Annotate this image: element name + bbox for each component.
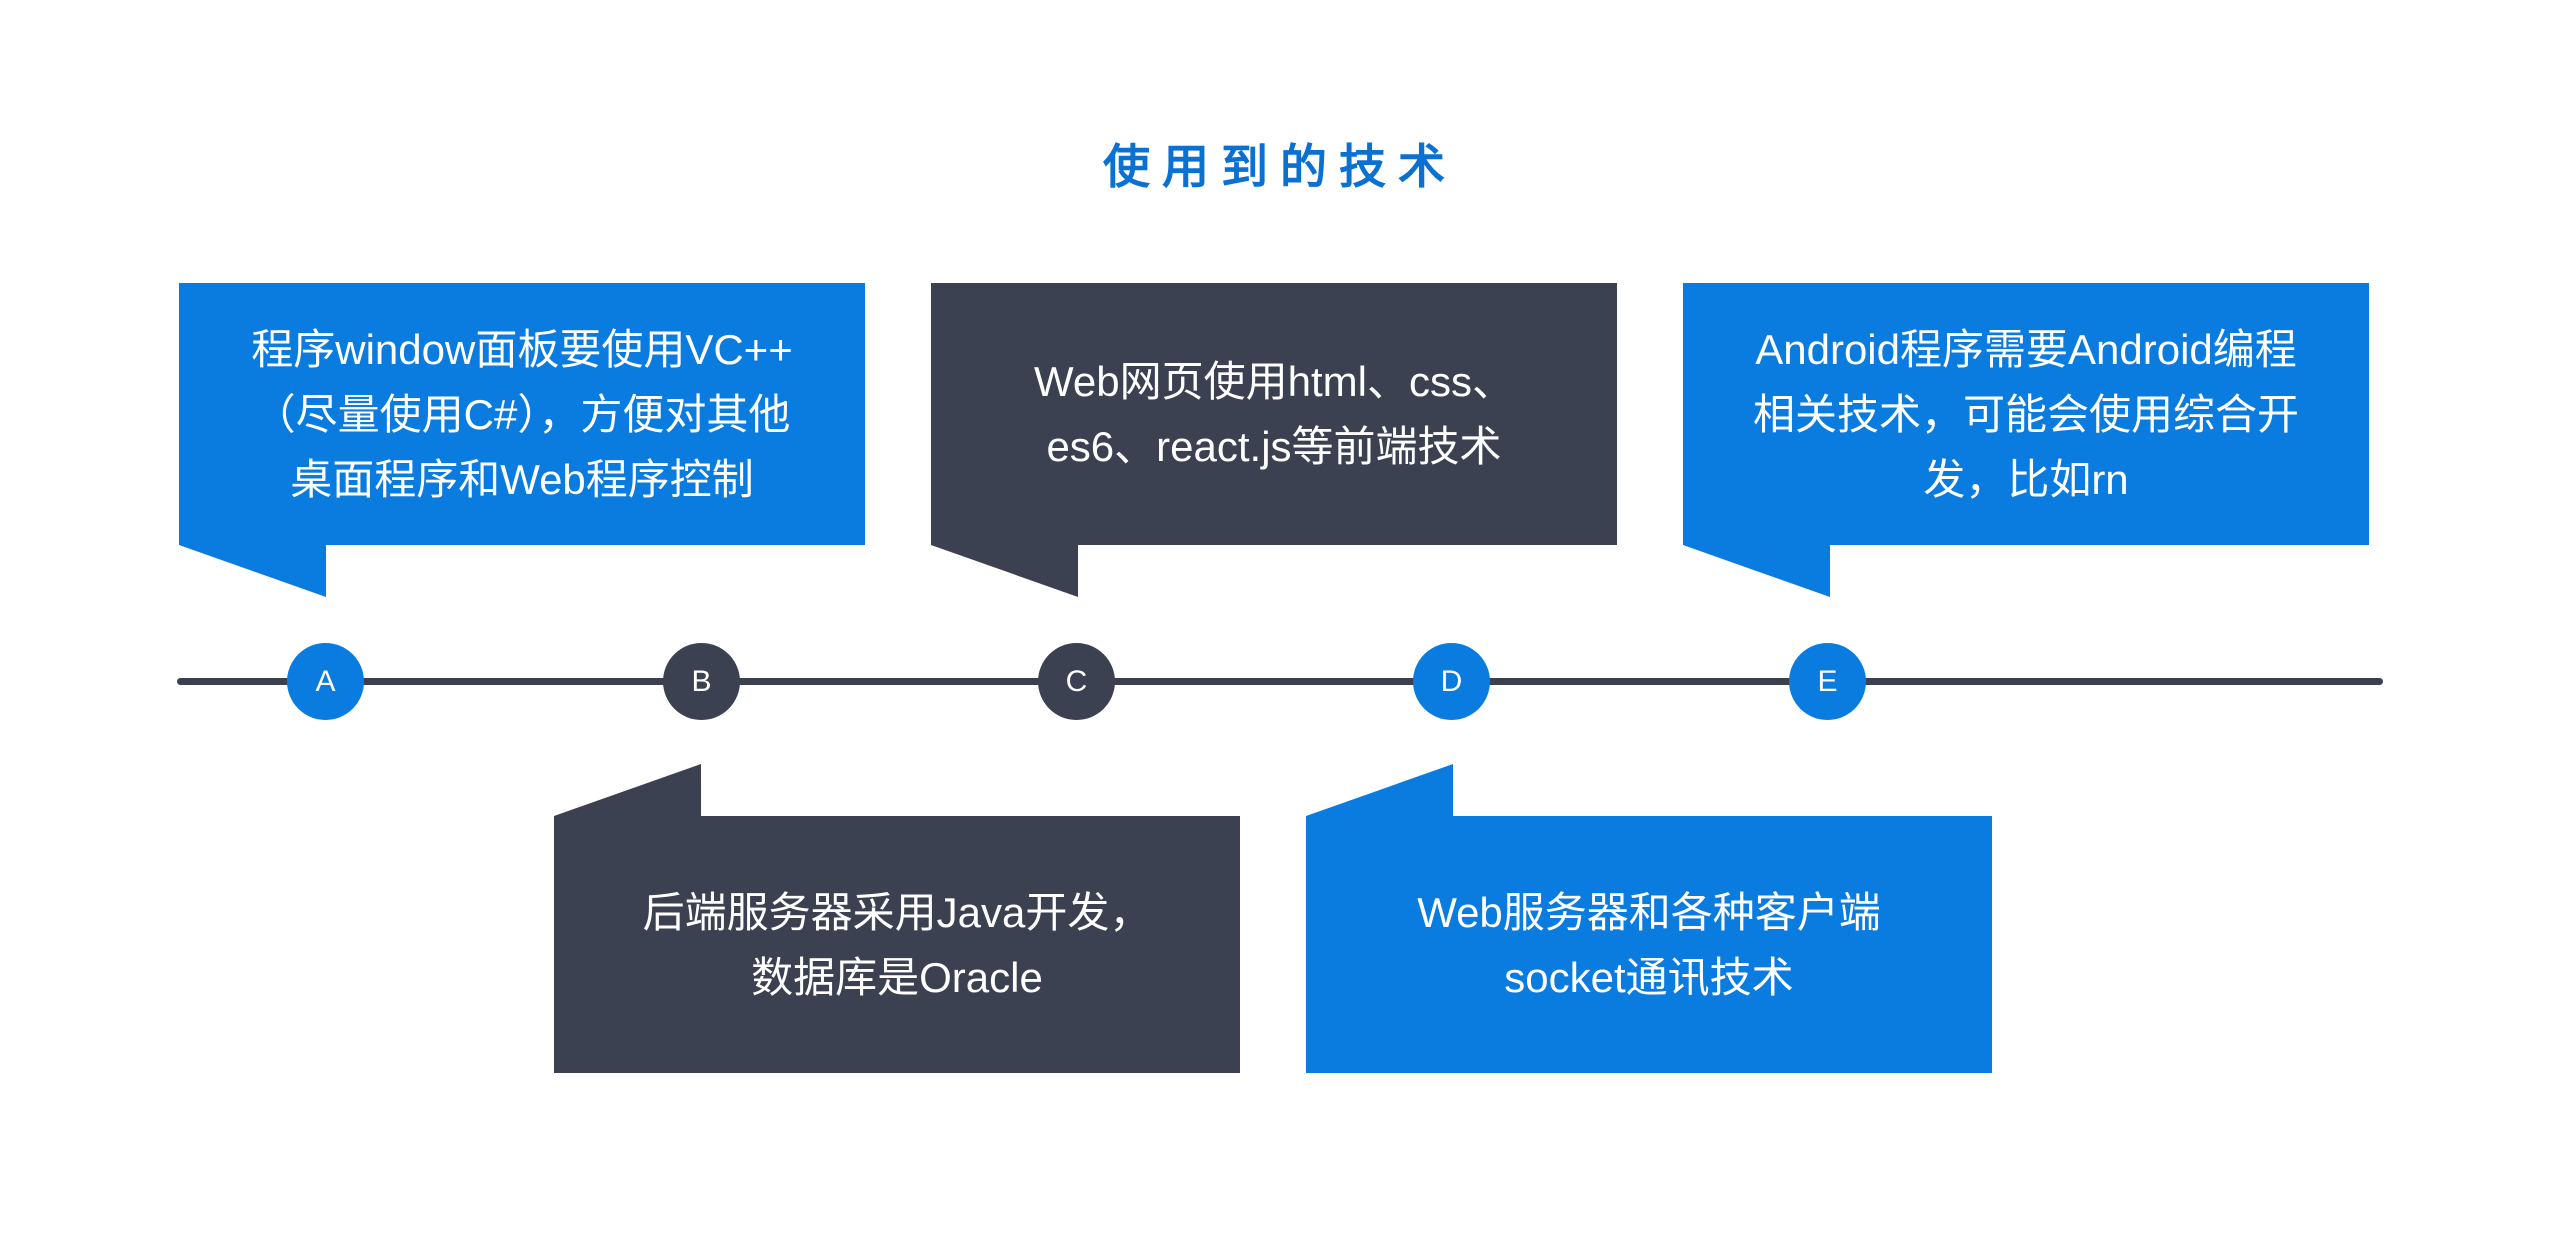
timeline-node-b: B — [663, 643, 740, 720]
bubble-d-line-2: socket通讯技术 — [1504, 953, 1794, 1001]
bubble-e-tail-icon — [1683, 545, 1830, 597]
node-b-label: B — [691, 664, 712, 698]
bubble-c-tail-icon — [931, 545, 1078, 597]
bubble-e-line-3: 发，比如rn — [1923, 455, 2129, 503]
bubble-e: Android程序需要Android编程 相关技术，可能会使用综合开 发，比如r… — [1683, 283, 2369, 597]
bubble-b: 后端服务器采用Java开发， 数据库是Oracle — [554, 764, 1240, 1073]
bubble-c: Web网页使用html、css、 es6、react.js等前端技术 — [931, 283, 1617, 597]
bubble-a-text: 程序window面板要使用VC++ （尽量使用C#），方便对其他 桌面程序和We… — [179, 317, 865, 512]
bubble-d: Web服务器和各种客户端 socket通讯技术 — [1306, 764, 1992, 1073]
bubble-c-line-1: Web网页使用html、css、 — [1034, 358, 1514, 405]
timeline-line — [177, 678, 2383, 685]
bubble-c-text: Web网页使用html、css、 es6、react.js等前端技术 — [931, 349, 1617, 479]
timeline-node-c: C — [1038, 643, 1115, 720]
bubble-b-text: 后端服务器采用Java开发， 数据库是Oracle — [554, 880, 1240, 1010]
bubble-a: 程序window面板要使用VC++ （尽量使用C#），方便对其他 桌面程序和We… — [179, 283, 865, 597]
node-d-label: D — [1440, 664, 1463, 698]
bubble-a-line-3: 桌面程序和Web程序控制 — [290, 455, 754, 503]
node-a-label: A — [315, 664, 336, 698]
timeline-node-e: E — [1789, 643, 1866, 720]
page-title: 使用到的技术 — [1103, 140, 1457, 193]
bubble-e-line-2: 相关技术，可能会使用综合开 — [1752, 390, 2299, 438]
bubble-e-line-1: Android程序需要Android编程 — [1755, 325, 2297, 373]
bubble-a-line-2: （尽量使用C#），方便对其他 — [253, 390, 791, 438]
bubble-b-line-2: 数据库是Oracle — [751, 953, 1043, 1001]
bubble-d-tail-icon — [1306, 764, 1453, 816]
bubble-b-tail-icon — [554, 764, 701, 816]
bubble-d-line-1: Web服务器和各种客户端 — [1417, 888, 1881, 936]
bubble-d-text: Web服务器和各种客户端 socket通讯技术 — [1306, 880, 1992, 1010]
bubble-e-text: Android程序需要Android编程 相关技术，可能会使用综合开 发，比如r… — [1683, 317, 2369, 512]
timeline-node-a: A — [287, 643, 364, 720]
bubble-b-line-1: 后端服务器采用Java开发， — [642, 888, 1152, 936]
bubble-c-line-2: es6、react.js等前端技术 — [1046, 423, 1502, 470]
timeline-node-d: D — [1413, 643, 1490, 720]
node-e-label: E — [1817, 664, 1838, 698]
node-c-label: C — [1065, 664, 1088, 698]
bubble-a-line-1: 程序window面板要使用VC++ — [251, 325, 793, 373]
bubble-a-tail-icon — [179, 545, 326, 597]
